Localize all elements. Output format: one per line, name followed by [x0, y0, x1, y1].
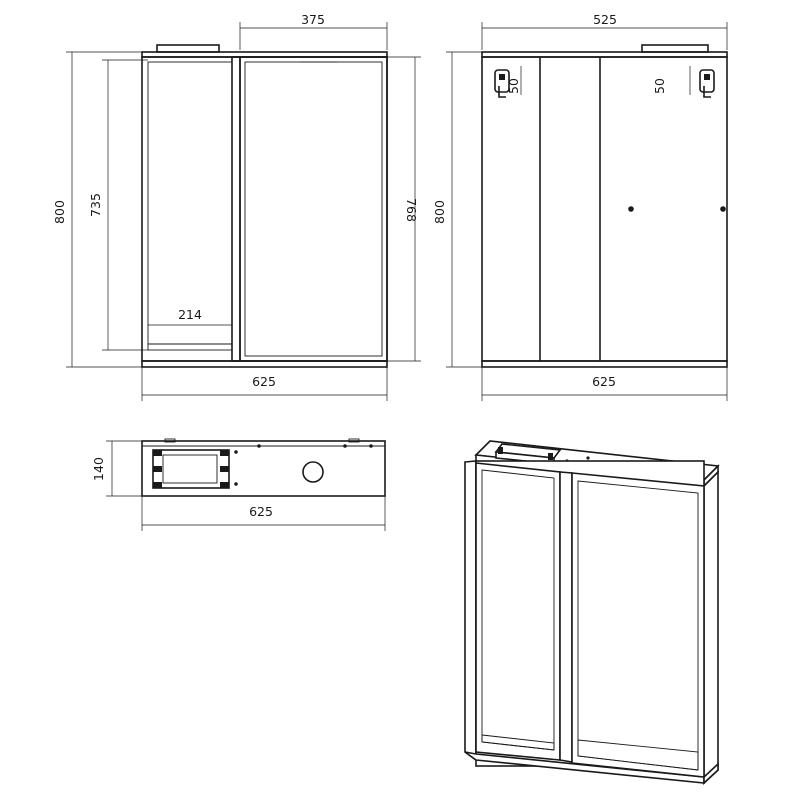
- front-dim-top: 375: [301, 12, 325, 27]
- front-dim-shelf: 214: [178, 307, 202, 322]
- back-mount-dot: [628, 206, 634, 212]
- front-bottom-panel: [141, 360, 388, 368]
- back-dim-top: 525: [593, 12, 617, 27]
- back-dim-left: 800: [432, 200, 447, 224]
- back-bottom-panel: [481, 360, 728, 368]
- top-view: 140 625: [91, 438, 386, 531]
- iso-left-door: [475, 462, 561, 761]
- back-cabinet-outline: [481, 56, 728, 362]
- front-dim-left-inner: 735: [88, 193, 103, 217]
- back-mount-dot: [720, 206, 726, 212]
- isometric-view: [464, 440, 720, 785]
- front-divider: [231, 56, 241, 362]
- front-right-door-inner: [244, 61, 383, 357]
- iso-left-side: [464, 460, 477, 762]
- back-hanger-right: [699, 69, 715, 98]
- back-hanger-left: [494, 69, 510, 98]
- iso-right-door: [571, 472, 705, 778]
- front-dim-bottom: 625: [252, 374, 276, 389]
- iso-right-side: [703, 470, 719, 785]
- back-dim-bottom: 625: [592, 374, 616, 389]
- front-dim-right: 768: [404, 198, 419, 222]
- iso-divider: [559, 471, 573, 763]
- top-light-box: [152, 449, 230, 489]
- top-dim-depth: 140: [91, 457, 106, 481]
- back-dim-hanger-left: 50: [506, 78, 521, 94]
- top-round-hole: [302, 461, 324, 483]
- back-light-box: [641, 44, 709, 53]
- top-dim-width: 625: [249, 504, 273, 519]
- top-light-box-inner: [162, 454, 218, 484]
- back-dim-hanger-right: 50: [652, 78, 667, 94]
- back-view: 525 800 50 50 625: [432, 12, 728, 401]
- front-view: 375 800 735 768 214 625: [52, 12, 421, 401]
- front-right-door: [239, 56, 388, 362]
- front-light-box: [156, 44, 220, 53]
- front-dim-left-outer: 800: [52, 200, 67, 224]
- top-outline: [141, 440, 386, 497]
